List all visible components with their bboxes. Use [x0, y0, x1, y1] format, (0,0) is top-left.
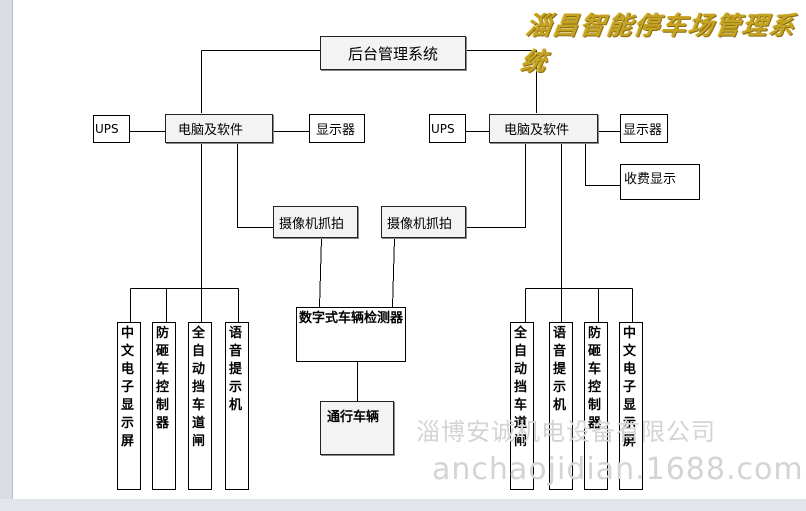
page-edge: [12, 0, 13, 511]
auto-barrier-gate-right: 全自动挡车道闸: [510, 322, 534, 490]
voice-prompter-left: 语音提示机: [225, 322, 249, 490]
anti-smash-controller-left: 防砸车控制器: [152, 322, 176, 490]
chinese-led-display-left: 中文电子显示屏: [117, 322, 141, 490]
watermark-title: 淄昌智能停车场管理系统: [519, 11, 799, 76]
camera-capture-left: 摄像机抓拍: [273, 206, 358, 238]
monitor-right: 显示器: [620, 114, 668, 143]
connector-pc-fee: [585, 143, 621, 186]
monitor-left: 显示器: [309, 114, 365, 143]
connector-pc-camera-right: [465, 143, 526, 228]
anti-smash-controller-right: 防砸车控制器: [584, 322, 608, 490]
page-margin-bottom: [0, 499, 806, 511]
connector-backend-left: [201, 50, 321, 113]
pc-software-left: 电脑及软件: [165, 114, 273, 143]
backend-management-system: 后台管理系统: [320, 36, 466, 70]
passing-vehicle: 通行车辆: [320, 401, 394, 455]
connector-pc-camera-left: [237, 143, 274, 228]
auto-barrier-gate-left: 全自动挡车道闸: [188, 322, 212, 490]
watermark-url: anchaojidian.1688.com: [432, 452, 804, 487]
page-margin-left: [0, 0, 12, 511]
voice-prompter-right: 语音提示机: [549, 322, 573, 490]
ups-left: UPS: [93, 115, 130, 143]
connector-camera-detector-left: [319, 237, 322, 308]
chinese-led-display-right: 中文电子显示屏: [619, 322, 643, 490]
ups-right: UPS: [429, 114, 466, 143]
connector-camera-detector-right: [392, 237, 395, 308]
fee-display: 收费显示: [620, 164, 700, 200]
camera-capture-right: 摄像机抓拍: [381, 206, 466, 238]
pc-software-right: 电脑及软件: [489, 114, 598, 143]
drops-left: [130, 288, 239, 323]
watermark-company: 淄博安诚机电设备有限公司: [416, 418, 716, 446]
drops-right: [525, 288, 633, 323]
digital-vehicle-detector: 数字式车辆检测器: [296, 307, 406, 362]
connector-backend-right: [466, 50, 537, 113]
